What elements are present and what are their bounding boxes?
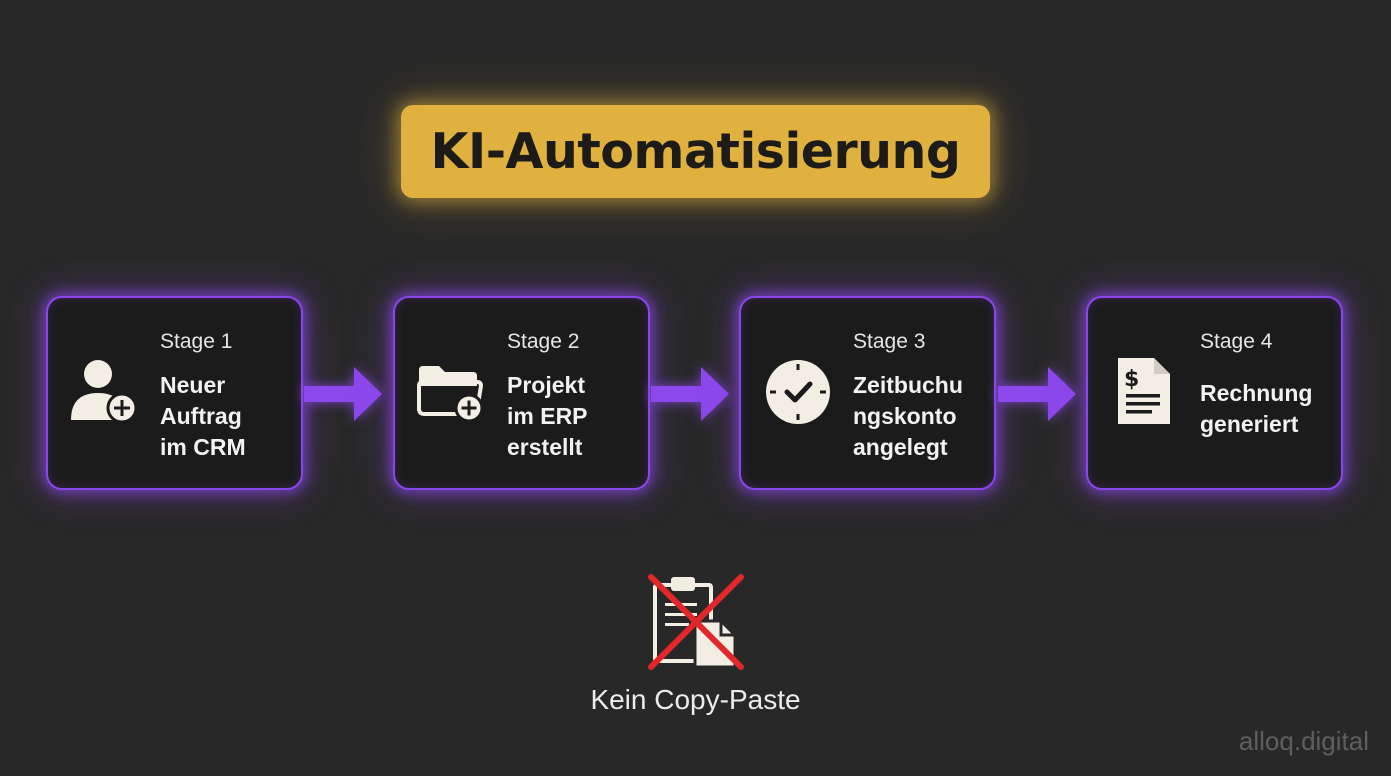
title-banner: KI-Automatisierung: [401, 105, 990, 198]
clock-check-icon: [761, 356, 831, 426]
svg-text:$: $: [1124, 367, 1139, 392]
arrow-right-icon: [304, 365, 384, 423]
no-copy-paste-label: Kein Copy-Paste: [590, 684, 801, 715]
arrow-right-icon: [998, 365, 1078, 423]
folder-plus-icon: [415, 356, 485, 426]
stage-2-label: Stage 2: [507, 330, 580, 353]
watermark: alloq.digital: [1238, 726, 1369, 756]
stage-3-description: Zeitbuchu ngskonto angelegt: [853, 372, 963, 460]
stage-3-label: Stage 3: [853, 330, 926, 353]
stage-1-card: Stage 1 Neuer Auftrag im CRM: [46, 296, 303, 490]
stage-4-description: Rechnung generiert: [1200, 380, 1313, 437]
stage-4-label: Stage 4: [1200, 330, 1273, 353]
page-title: KI-Automatisierung: [430, 123, 961, 180]
stage-4-card: $ Stage 4 Rechnung generiert: [1086, 296, 1343, 490]
stage-1-label: Stage 1: [160, 330, 233, 353]
stage-2-description: Projekt im ERP erstellt: [507, 372, 588, 460]
arrow-right-icon: [651, 365, 731, 423]
stage-1-description: Neuer Auftrag im CRM: [160, 372, 246, 460]
stage-3-card: Stage 3 Zeitbuchu ngskonto angelegt: [739, 296, 996, 490]
stage-2-card: Stage 2 Projekt im ERP erstellt: [393, 296, 650, 490]
invoice-dollar-icon: $: [1108, 356, 1178, 426]
clipboard-crossed-icon: [645, 573, 745, 671]
user-plus-icon: [68, 356, 138, 426]
